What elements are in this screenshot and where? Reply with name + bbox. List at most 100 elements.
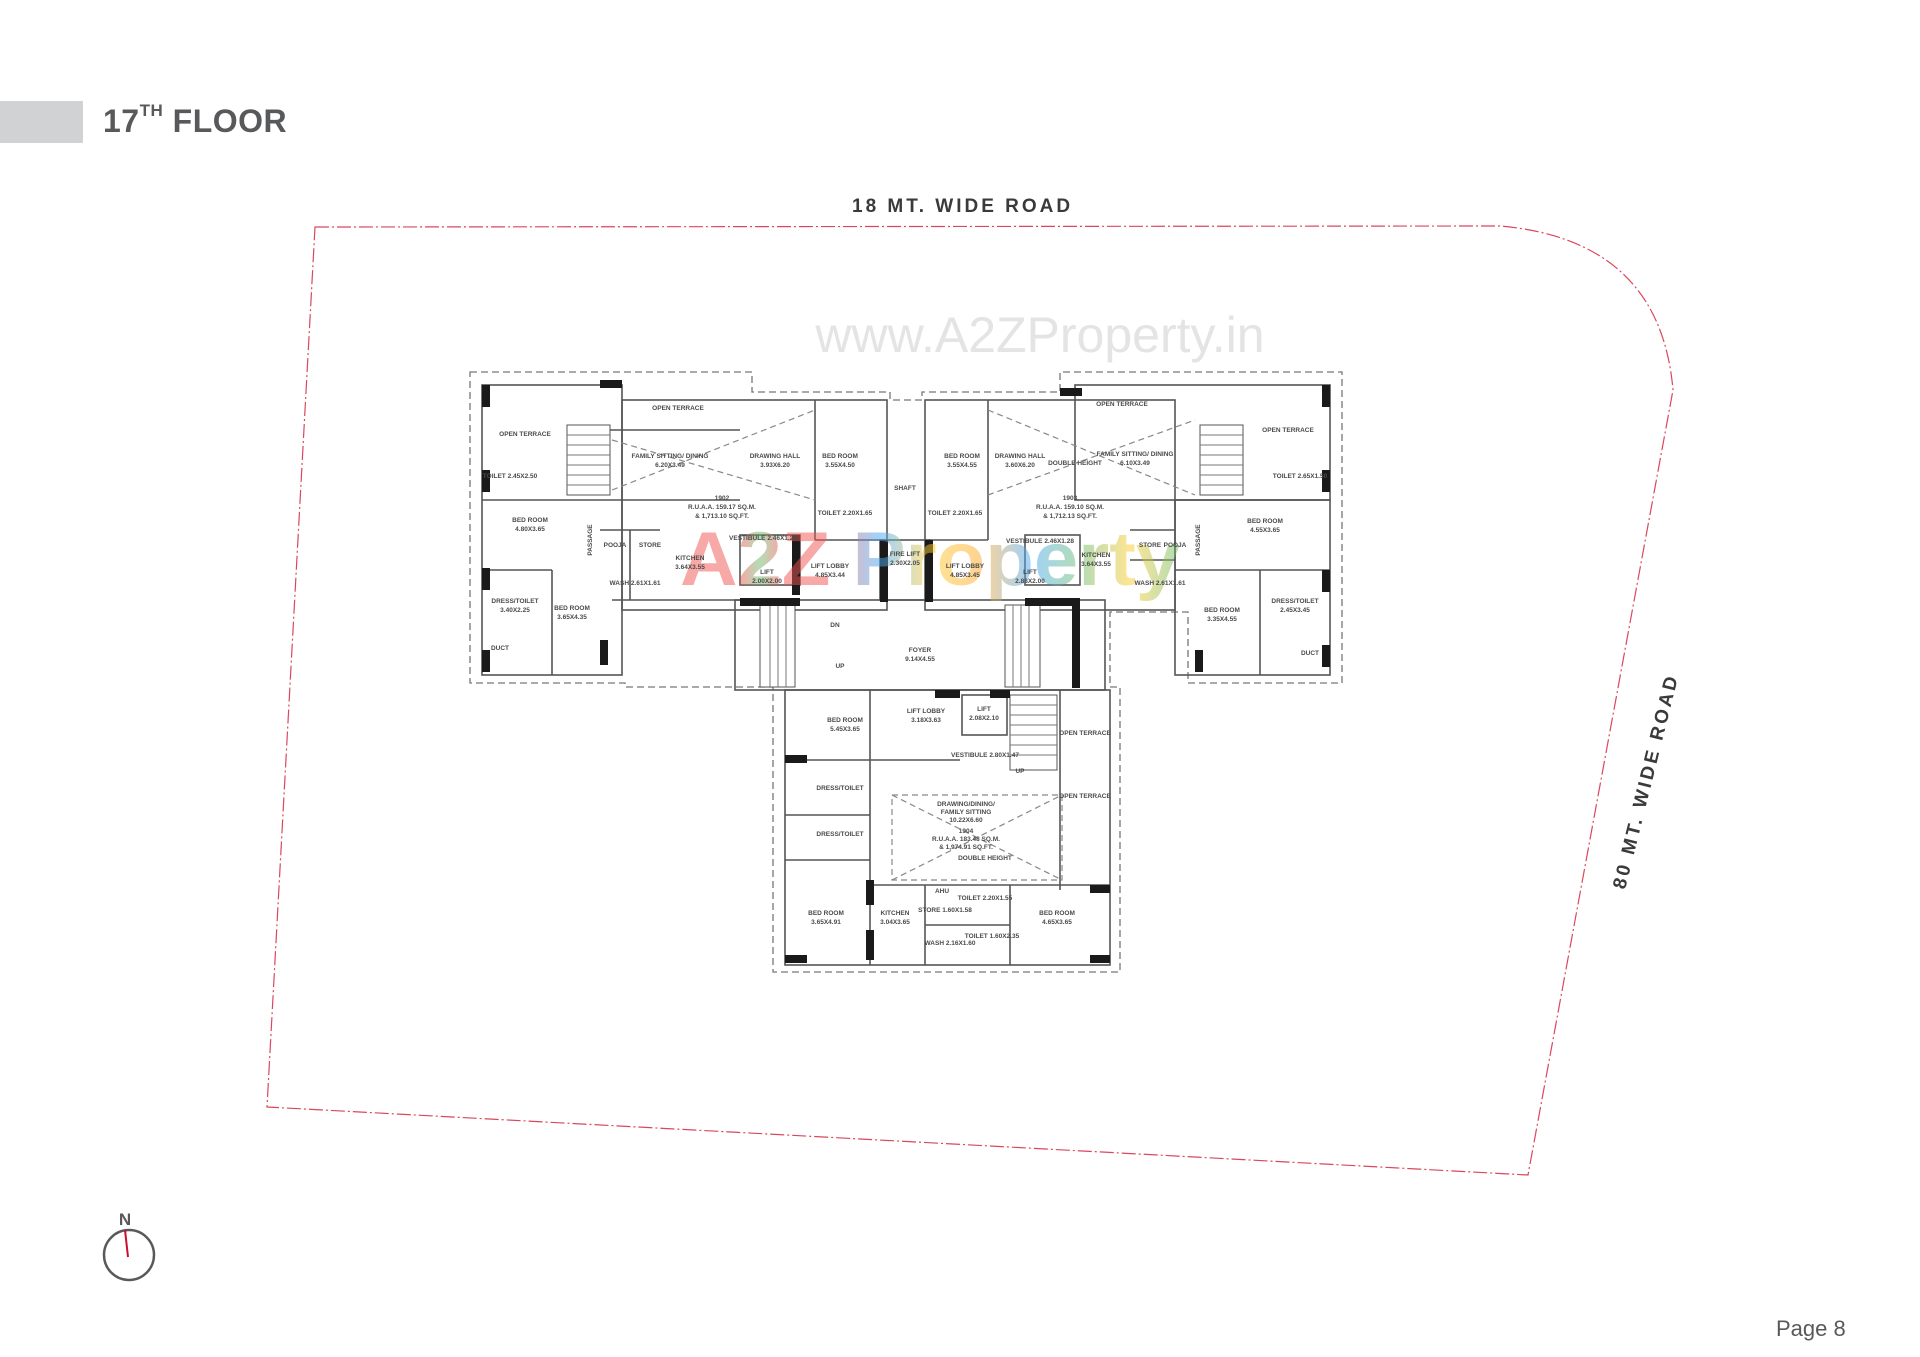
- room-label: VESTIBULE 2.46X1.28: [1006, 538, 1074, 545]
- road-label-right: 80 MT. WIDE ROAD: [1609, 672, 1683, 892]
- room-dim: 3.35X4.55: [1207, 616, 1237, 623]
- unit-number: 1904: [959, 828, 974, 835]
- room-label: BED ROOM: [512, 517, 548, 524]
- double-height-void-right: [987, 409, 1196, 496]
- room-label: STORE 1.60X1.58: [918, 907, 972, 914]
- room-label: VESTIBULE 2.80X1.47: [951, 752, 1019, 759]
- room-label: BED ROOM: [808, 910, 844, 917]
- room-label: DRESS/TOILET: [816, 785, 863, 792]
- room-dim: 3.93X6.20: [760, 462, 790, 469]
- room-label: OPEN TERRACE: [1262, 427, 1314, 434]
- room-label: BED ROOM: [1204, 607, 1240, 614]
- stair-direction: UP: [1015, 768, 1025, 775]
- room-label: FOYER: [909, 647, 932, 654]
- room-label: TOILET 2.20X1.65: [928, 510, 983, 517]
- room-dim: 4.55X3.65: [1250, 527, 1280, 534]
- stair-direction: DN: [830, 622, 840, 629]
- room-dim: 6.20X3.49: [655, 462, 685, 469]
- room-label: LIFT: [1023, 569, 1037, 576]
- compass-n-label: N: [119, 1210, 131, 1229]
- room-dim: 4.85X3.44: [815, 572, 845, 579]
- watermark-url: www.A2ZProperty.in: [814, 307, 1264, 363]
- compass-needle-icon: [124, 1229, 129, 1258]
- header-accent-bar: [0, 101, 83, 143]
- room-dim: 2.00X2.00: [752, 578, 782, 585]
- room-dim: 3.18X3.63: [911, 717, 941, 724]
- plot-boundary: [266, 225, 1674, 1176]
- room-label: OPEN TERRACE: [499, 431, 551, 438]
- room-label: BED ROOM: [1039, 910, 1075, 917]
- room-dim: 3.60X6.20: [1005, 462, 1035, 469]
- north-compass: N: [102, 1210, 156, 1282]
- unit-area: & 1,713.10 SQ.FT.: [695, 513, 749, 520]
- unit-area: & 1,974.91 SQ.FT.: [939, 844, 993, 851]
- room-dim: 9.14X4.55: [905, 656, 935, 663]
- room-label: DRESS/TOILET: [1271, 598, 1318, 605]
- room-label: FAMILY SITTING/ DINING: [632, 453, 709, 460]
- room-label: TOILET 2.20X1.65: [818, 510, 873, 517]
- double-height-void-south: [891, 794, 1063, 881]
- room-dim: 4.80X3.65: [515, 526, 545, 533]
- stair-direction: UP: [835, 663, 845, 670]
- room-label: KITCHEN: [676, 555, 705, 562]
- floor-number: 17: [103, 103, 140, 139]
- room-label: BED ROOM: [1247, 518, 1283, 525]
- room-label: POOJA: [1164, 542, 1187, 549]
- unit-area: R.U.A.A. 183.48 SQ.M.: [932, 836, 1000, 843]
- room-label: WASH 2.61X1.61: [610, 580, 661, 587]
- room-label: WASH 2.61X1.61: [1135, 580, 1186, 587]
- room-label: DOUBLE HEIGHT: [958, 855, 1012, 862]
- staircase-right-wing: [1199, 424, 1244, 496]
- room-label: OPEN TERRACE: [652, 405, 704, 412]
- page-number: Page 8: [1776, 1316, 1846, 1341]
- room-label: FAMILY SITTING: [941, 809, 992, 816]
- room-label: STORE: [1139, 542, 1162, 549]
- room-label: LIFT LOBBY: [946, 563, 985, 570]
- room-label: LIFT LOBBY: [811, 563, 850, 570]
- room-label: DUCT: [491, 645, 509, 652]
- room-label: BED ROOM: [944, 453, 980, 460]
- floor-suffix: TH: [139, 101, 164, 120]
- unit-area: R.U.A.A. 159.17 SQ.M.: [688, 504, 756, 511]
- staircase-south: [1009, 694, 1058, 771]
- room-dim: 3.55X4.55: [947, 462, 977, 469]
- room-dim: 3.65X4.35: [557, 614, 587, 621]
- room-label: LIFT LOBBY: [907, 708, 946, 715]
- room-label: LIFT: [760, 569, 774, 576]
- room-label: DRESS/TOILET: [491, 598, 538, 605]
- room-label: DOUBLE HEIGHT: [1048, 460, 1102, 467]
- room-label: DUCT: [1301, 650, 1319, 657]
- room-label: OPEN TERRACE: [1096, 401, 1148, 408]
- room-dim: 10.22X6.60: [949, 817, 983, 824]
- room-label: PASSAGE: [1195, 524, 1202, 556]
- room-dim: 3.04X3.65: [880, 919, 910, 926]
- room-label: LIFT: [977, 706, 991, 713]
- room-label: OPEN TERRACE: [1059, 793, 1111, 800]
- room-label: TOILET 2.45X2.50: [483, 473, 538, 480]
- room-label: STORE: [639, 542, 662, 549]
- room-label: DRAWING/DINING/: [937, 801, 995, 808]
- room-dim: 4.65X3.65: [1042, 919, 1072, 926]
- room-label: DRAWING HALL: [750, 453, 801, 460]
- road-label-top: 18 MT. WIDE ROAD: [852, 196, 1073, 217]
- room-label: FAMILY SITTING/ DINING: [1097, 451, 1174, 458]
- room-label: SHAFT: [894, 485, 916, 492]
- unit-area: R.U.A.A. 159.10 SQ.M.: [1036, 504, 1104, 511]
- room-dim: 2.88X2.00: [1015, 578, 1045, 585]
- room-label: PASSAGE: [587, 524, 594, 556]
- room-dim: 4.85X3.45: [950, 572, 980, 579]
- room-label: VESTIBULE 2.46X1.28: [729, 535, 797, 542]
- staircase-left-wing: [566, 424, 611, 496]
- double-height-void-left: [611, 409, 816, 501]
- room-dim: 3.65X4.91: [811, 919, 841, 926]
- room-label: WASH 2.16X1.60: [925, 940, 976, 947]
- unit-number: 1902: [715, 495, 730, 502]
- page-title: 17TH FLOOR: [103, 101, 287, 140]
- room-label: BED ROOM: [827, 717, 863, 724]
- room-dim: 2.45X3.45: [1280, 607, 1310, 614]
- room-dim: 3.64X3.55: [675, 564, 705, 571]
- room-label: KITCHEN: [1082, 552, 1111, 559]
- room-label: FIRE LIFT: [890, 551, 920, 558]
- unit-area: & 1,712.13 SQ.FT.: [1043, 513, 1097, 520]
- room-dim: 3.55X4.50: [825, 462, 855, 469]
